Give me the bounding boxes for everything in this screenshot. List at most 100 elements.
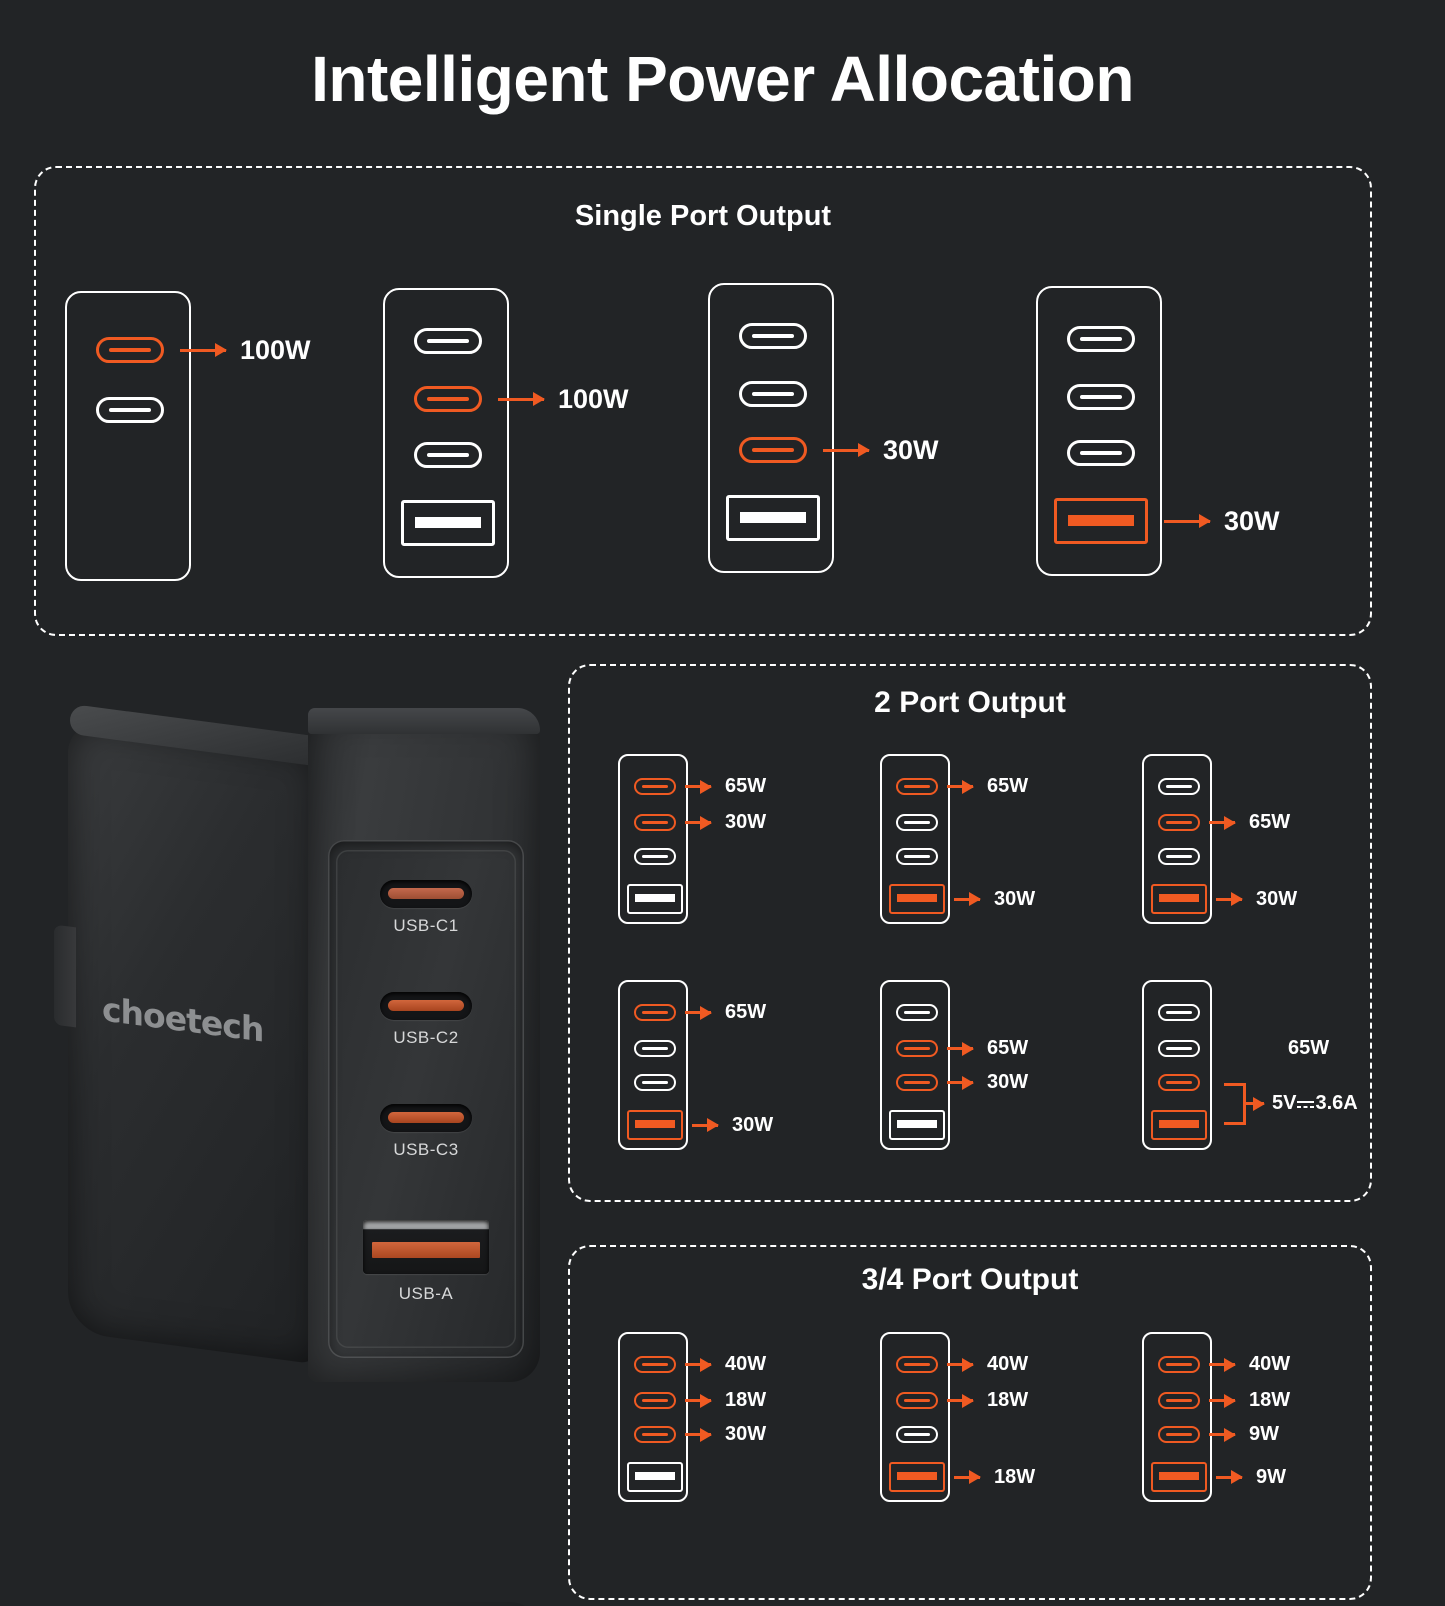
port-usb-c-2-active — [896, 1040, 938, 1057]
port-usb-c-1-active — [96, 337, 164, 363]
port-usb-c-3 — [896, 1426, 938, 1443]
port-inner-bar — [108, 347, 152, 353]
power-label: 30W — [732, 1113, 774, 1136]
port-usb-c-3 — [634, 848, 676, 865]
port-inner-bar — [1159, 1120, 1199, 1128]
port-inner-bar — [642, 785, 668, 788]
port-inner-bar — [426, 338, 470, 344]
power-label: 30W — [994, 887, 1036, 910]
power-label: 40W — [725, 1353, 767, 1375]
flow-arrow — [1164, 519, 1210, 523]
device-diagram: 30W — [708, 283, 939, 573]
charger-front-top-bevel — [308, 708, 540, 734]
charger-back-face — [68, 719, 318, 1365]
product-port-usb-a — [363, 1220, 489, 1274]
port-inner-bar — [904, 1399, 930, 1402]
power-label: 65W — [1249, 811, 1291, 833]
power-label: 40W — [987, 1353, 1029, 1375]
reflected-charger-front-face — [308, 1602, 540, 1606]
port-usb-c-2 — [1067, 384, 1135, 410]
power-label: 65W — [725, 1001, 767, 1023]
product-port-usb-c1 — [380, 880, 472, 908]
flow-arrow — [954, 897, 980, 901]
device-diagram: 65W 30W — [618, 980, 773, 1150]
flow-arrow — [954, 1475, 980, 1479]
port-inner-bar — [1079, 336, 1123, 342]
port-usb-c-3 — [634, 1074, 676, 1091]
dc-current-icon — [1297, 1097, 1315, 1111]
port-inner-bar — [751, 333, 795, 339]
port-inner-bar — [642, 1047, 668, 1050]
port-usb-c-2-active — [634, 814, 676, 831]
power-label: 65W — [987, 1037, 1029, 1059]
port-inner-bar — [642, 1433, 668, 1436]
port-inner-bar — [635, 1120, 675, 1128]
port-usb-c-2 — [739, 381, 807, 407]
port-usb-c-2-active — [1158, 1392, 1200, 1409]
power-label: 9W — [1256, 1465, 1286, 1488]
port-usb-c-2-active — [634, 1392, 676, 1409]
port-inner-bar — [1067, 515, 1135, 527]
product-port-usb-c2 — [380, 992, 472, 1020]
port-usb-a-active — [1054, 498, 1148, 544]
flow-arrow — [685, 1433, 711, 1436]
port-usb-c-3-active — [1158, 1074, 1200, 1091]
product-port-label-usb-c2: USB-C2 — [393, 1028, 459, 1047]
product-port-label-usb-c1: USB-C1 — [393, 916, 459, 935]
flow-arrow — [685, 1363, 711, 1366]
port-inner-bar — [904, 785, 930, 788]
power-label: 18W — [725, 1389, 767, 1411]
port-inner-bar — [108, 407, 152, 413]
port-usb-c-1 — [1067, 326, 1135, 352]
port-usb-a-active — [889, 884, 945, 914]
port-usb-c-1-active — [1158, 1356, 1200, 1373]
reflection-content: choetech USB-C1 USB-C2 USB-C3 USB-A — [40, 1378, 580, 1606]
product-port-usb-c3 — [380, 1104, 472, 1132]
port-inner-bar — [414, 517, 482, 529]
port-inner-bar — [904, 1433, 930, 1436]
port-inner-bar — [1166, 1047, 1192, 1050]
power-label: 18W — [987, 1389, 1029, 1411]
port-usb-c-3-active — [896, 1074, 938, 1091]
power-label: 9W — [1249, 1423, 1279, 1445]
port-usb-c-1 — [739, 323, 807, 349]
port-usb-a — [401, 500, 495, 546]
flow-arrow — [1216, 897, 1242, 901]
flow-arrow — [1209, 1399, 1235, 1402]
port-inner-bar — [904, 1081, 930, 1084]
port-inner-bar — [635, 894, 675, 902]
port-usb-c-2-active — [896, 1392, 938, 1409]
flow-arrow — [685, 1399, 711, 1402]
port-inner-bar — [642, 821, 668, 824]
flow-arrow — [685, 821, 711, 824]
flow-arrow — [1209, 1433, 1235, 1436]
port-usb-a — [889, 1110, 945, 1140]
flow-arrow — [1209, 1363, 1235, 1366]
port-inner-bar — [904, 1011, 930, 1014]
port-inner-bar — [635, 1472, 675, 1480]
flow-arrow — [823, 448, 869, 452]
port-inner-bar — [751, 391, 795, 397]
product-photo: choetech USB-C1 USB-C2 USB-C3 USB-A — [40, 700, 580, 1606]
power-label: 100W — [240, 334, 311, 365]
device-diagram: 65W 30W — [880, 980, 1028, 1150]
power-label: 40W — [1249, 1353, 1291, 1375]
port-inner-bar — [426, 396, 470, 402]
port-usb-a-active — [889, 1462, 945, 1492]
port-usb-c-2 — [1158, 1040, 1200, 1057]
grouped-label-voltage: 5V — [1272, 1092, 1297, 1115]
port-usb-c-3 — [1158, 848, 1200, 865]
flow-arrow — [180, 348, 226, 352]
product-port-label-usb-a: USB-A — [398, 1284, 454, 1303]
port-inner-bar — [904, 1363, 930, 1366]
port-usb-c-1-active — [896, 1356, 938, 1373]
port-usb-c-3 — [1067, 440, 1135, 466]
port-usb-c-2 — [896, 814, 938, 831]
power-label: 30W — [987, 1071, 1029, 1093]
